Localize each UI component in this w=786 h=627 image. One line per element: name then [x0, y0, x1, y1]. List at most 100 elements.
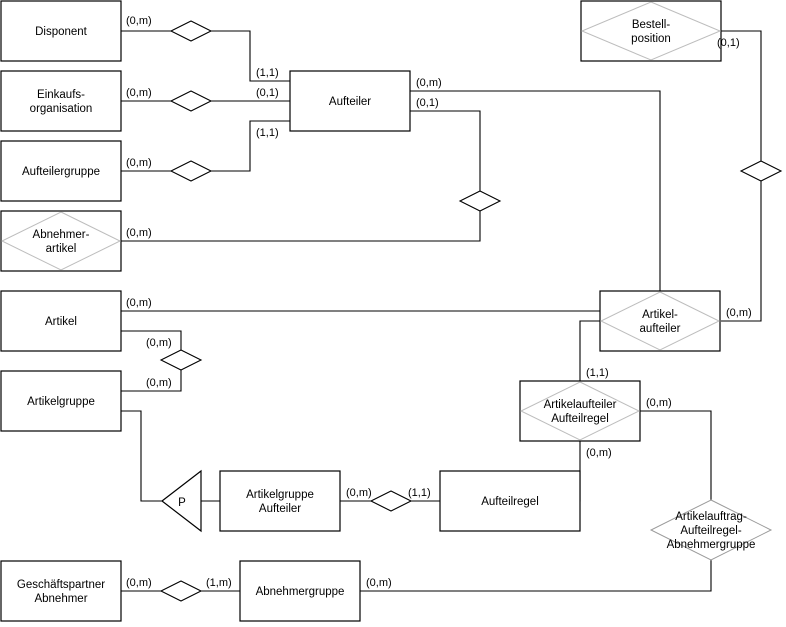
- cardinality-abnehmergruppe: (0,m): [366, 577, 392, 589]
- relationship-label: Aufteilregel-: [680, 525, 742, 537]
- connector-artikelgruppe-partition: [121, 410, 162, 502]
- cardinality-artikelgruppe-aufteiler: (0,m): [346, 487, 372, 499]
- entity-inner-diamond: [599, 291, 721, 351]
- entity-box: [0, 0, 122, 62]
- connector-bestellposition: [721, 30, 762, 161]
- entity-label: Artikelgruppe: [27, 396, 95, 408]
- cardinality-artikelgruppe-artikel: (0,m): [146, 377, 172, 389]
- relationship-abnehmerartikel-aufteiler: [458, 190, 502, 212]
- entity-label: organisation: [30, 103, 93, 115]
- entity-label: Aufteilregel: [481, 496, 539, 508]
- entity-label: position: [631, 33, 671, 45]
- entity-label: Bestell-: [632, 19, 671, 31]
- entity-label: Artikel-: [642, 309, 678, 321]
- entity-label: Abnehmer: [34, 593, 87, 605]
- relationship-diamond: [739, 160, 783, 182]
- cardinality-aufteiler-abnehmerartikel: (0,1): [416, 97, 439, 109]
- entity-abnehmerartikel: Abnehmer-artikel: [0, 210, 122, 272]
- entity-bestellposition: Bestell-position: [580, 0, 722, 62]
- cardinality-geschaeftspartner: (0,m): [126, 577, 152, 589]
- cardinality-aufteilergruppe: (0,m): [126, 157, 152, 169]
- connector-artikel-artikelgruppe-bottom: [121, 369, 182, 392]
- entity-box: [289, 70, 411, 132]
- entity-box: [0, 560, 122, 622]
- entity-label: Artikel: [45, 316, 77, 328]
- cardinality-labels: (0,m) (1,1) (0,m) (0,1) (0,m) (1,1) (0,m) (0,m)…: [126, 15, 752, 589]
- connector-aufteilergruppe-aufteiler: [211, 120, 290, 172]
- entity-aufteilregel: Aufteilregel: [439, 470, 581, 532]
- relationship-artikelauftrag-aufteilregel-abnehmergruppe: Artikelauftrag- Aufteilregel- Abnehmergrup…: [649, 499, 773, 561]
- connector-artikel-artikelgruppe-top: [121, 330, 182, 351]
- entity-box: [219, 470, 341, 532]
- connector-aufteiler-rel-abnehmerartikel: [410, 110, 481, 191]
- connector-artikelaufteiler-aufteilregel: [579, 320, 600, 381]
- entity-inner-diamond: [580, 1, 722, 61]
- cardinality-abnehmerartikel: (0,m): [126, 227, 152, 239]
- cardinality-disponent: (0,m): [126, 15, 152, 27]
- specialization-triangle: [161, 469, 202, 533]
- entity-box: [439, 470, 581, 532]
- relationship-diamond: [159, 349, 203, 371]
- relationship-artikel-artikelgruppe: [159, 349, 203, 371]
- relationship-label: Abnehmergruppe: [667, 539, 756, 551]
- entity-label: Abnehmer-: [33, 229, 90, 241]
- relationship-artikelgruppe-aufteiler-aufteilregel: [369, 490, 413, 512]
- entity-label: Aufteilregel: [551, 413, 609, 425]
- entity-label: Einkaufs-: [37, 89, 85, 101]
- entity-artikel: Artikel: [0, 290, 122, 352]
- cardinality-artikel-artikelgruppe: (0,m): [146, 337, 172, 349]
- entity-aufteilergruppe: Aufteilergruppe: [0, 140, 122, 202]
- relationship-diamond: [169, 90, 213, 112]
- relationship-geschaeftspartner-abnehmergruppe: [159, 580, 203, 602]
- connector-lines: [121, 30, 762, 592]
- entity-label: Aufteilergruppe: [22, 166, 100, 178]
- entity-einkaufsorganisation: Einkaufs-organisation: [0, 70, 122, 132]
- entity-label: Artikelaufteiler: [544, 399, 617, 411]
- entity-label: Abnehmergruppe: [256, 586, 345, 598]
- entity-box: [0, 140, 122, 202]
- specialization: P: [161, 469, 202, 533]
- cardinality-bestellposition: (0,1): [717, 37, 740, 49]
- cardinality-aufteiler-artikelaufteiler: (0,m): [416, 77, 442, 89]
- entity-label: Aufteiler: [259, 503, 301, 515]
- relationship-diamond: [369, 490, 413, 512]
- cardinality-artikelaufteiler-aufteilregel-right: (0,m): [646, 397, 672, 409]
- cardinality-aufteiler-disponent: (1,1): [256, 67, 279, 79]
- relationship-bestellposition-artikelaufteiler: [739, 160, 783, 182]
- connector-abnehmerartikel-aufteiler: [121, 211, 481, 242]
- relationship-disponent-aufteiler: [169, 20, 213, 42]
- entity-inner-diamond: [519, 381, 641, 441]
- specialization-label: P: [178, 497, 186, 509]
- entity-artikelgruppe: Artikelgruppe: [0, 370, 122, 432]
- relationship-einkaufsorganisation-aufteiler: [169, 90, 213, 112]
- entity-box: [0, 370, 122, 432]
- cardinality-abnehmergruppe-geschaeftspartner: (1,m): [206, 577, 232, 589]
- cardinality-aufteilregel: (1,1): [408, 487, 431, 499]
- connector-artikelaufteiler-bestellposition: [721, 180, 762, 322]
- entity-box: [0, 290, 122, 352]
- cardinality-artikelaufteiler-aufteilregel-bottom: (0,m): [586, 447, 612, 459]
- entity-inner-diamond: [0, 211, 122, 271]
- relationships: Artikelauftrag- Aufteilregel- Abnehmergrup…: [159, 20, 783, 602]
- cardinality-einkaufsorganisation: (0,m): [126, 87, 152, 99]
- relationship-diamond: [458, 190, 502, 212]
- cardinality-aufteiler-aufteilergruppe: (1,1): [256, 127, 279, 139]
- entity-box: [239, 560, 361, 622]
- relationship-diamond: [159, 580, 203, 602]
- entity-aufteiler: Aufteiler: [289, 70, 411, 132]
- cardinality-artikelaufteiler-bestellposition: (0,m): [726, 307, 752, 319]
- relationship-diamond: [169, 20, 213, 42]
- connector-aufteiler-artikelaufteiler: [410, 90, 661, 291]
- entities: DisponentEinkaufs-organisationAufteilerg…: [0, 0, 722, 622]
- entity-label: Geschäftspartner: [17, 579, 105, 591]
- relationship-label: Artikelauftrag-: [675, 511, 747, 523]
- cardinality-artikelaufteiler-aufteilregel-top: (1,1): [586, 367, 609, 379]
- entity-label: Artikelgruppe: [246, 489, 314, 501]
- entity-box: [0, 70, 122, 132]
- entity-label: Aufteiler: [329, 96, 371, 108]
- entity-label: artikel: [46, 243, 77, 255]
